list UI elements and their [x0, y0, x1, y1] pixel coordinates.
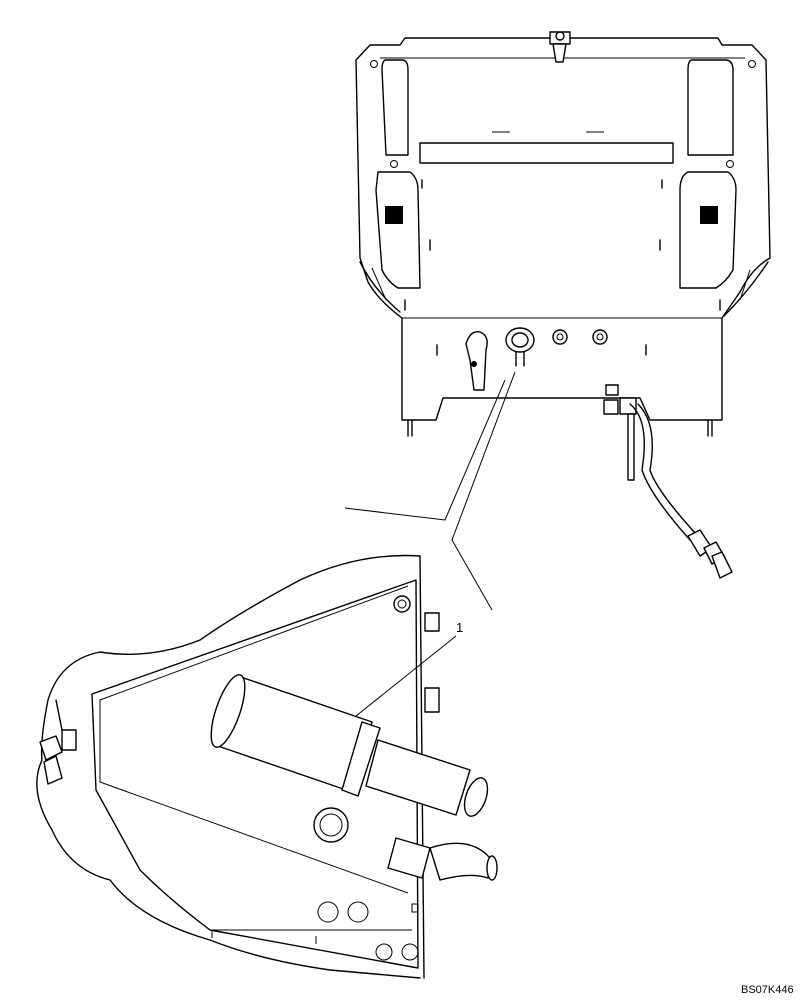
left-upper-pad [381, 59, 409, 156]
callout-1: 1 [355, 620, 463, 717]
callout-leader [355, 635, 457, 717]
callout-label: 1 [456, 620, 463, 635]
right-side-panel [679, 171, 737, 289]
filter-detail [36, 554, 498, 979]
drawing-code: BS07K446 [741, 984, 794, 996]
left-decal [385, 206, 403, 224]
frame-assembly [355, 31, 771, 579]
detail-leader-lines [344, 371, 516, 611]
hydraulic-fittings [603, 384, 637, 481]
right-decal [700, 206, 718, 224]
elbow-pipe [387, 837, 498, 881]
frame-outline [355, 37, 771, 421]
housing-panel [91, 579, 419, 969]
hydraulic-hose [629, 403, 733, 579]
filter-head-fitting [505, 327, 535, 367]
latch-pin [549, 31, 571, 63]
left-side-panel [375, 171, 421, 289]
filter-element [210, 674, 489, 817]
right-upper-pad [687, 59, 734, 156]
lever [465, 331, 488, 391]
side-fittings [39, 699, 77, 785]
detail-enclosure [36, 554, 421, 979]
crossbar [419, 142, 674, 164]
